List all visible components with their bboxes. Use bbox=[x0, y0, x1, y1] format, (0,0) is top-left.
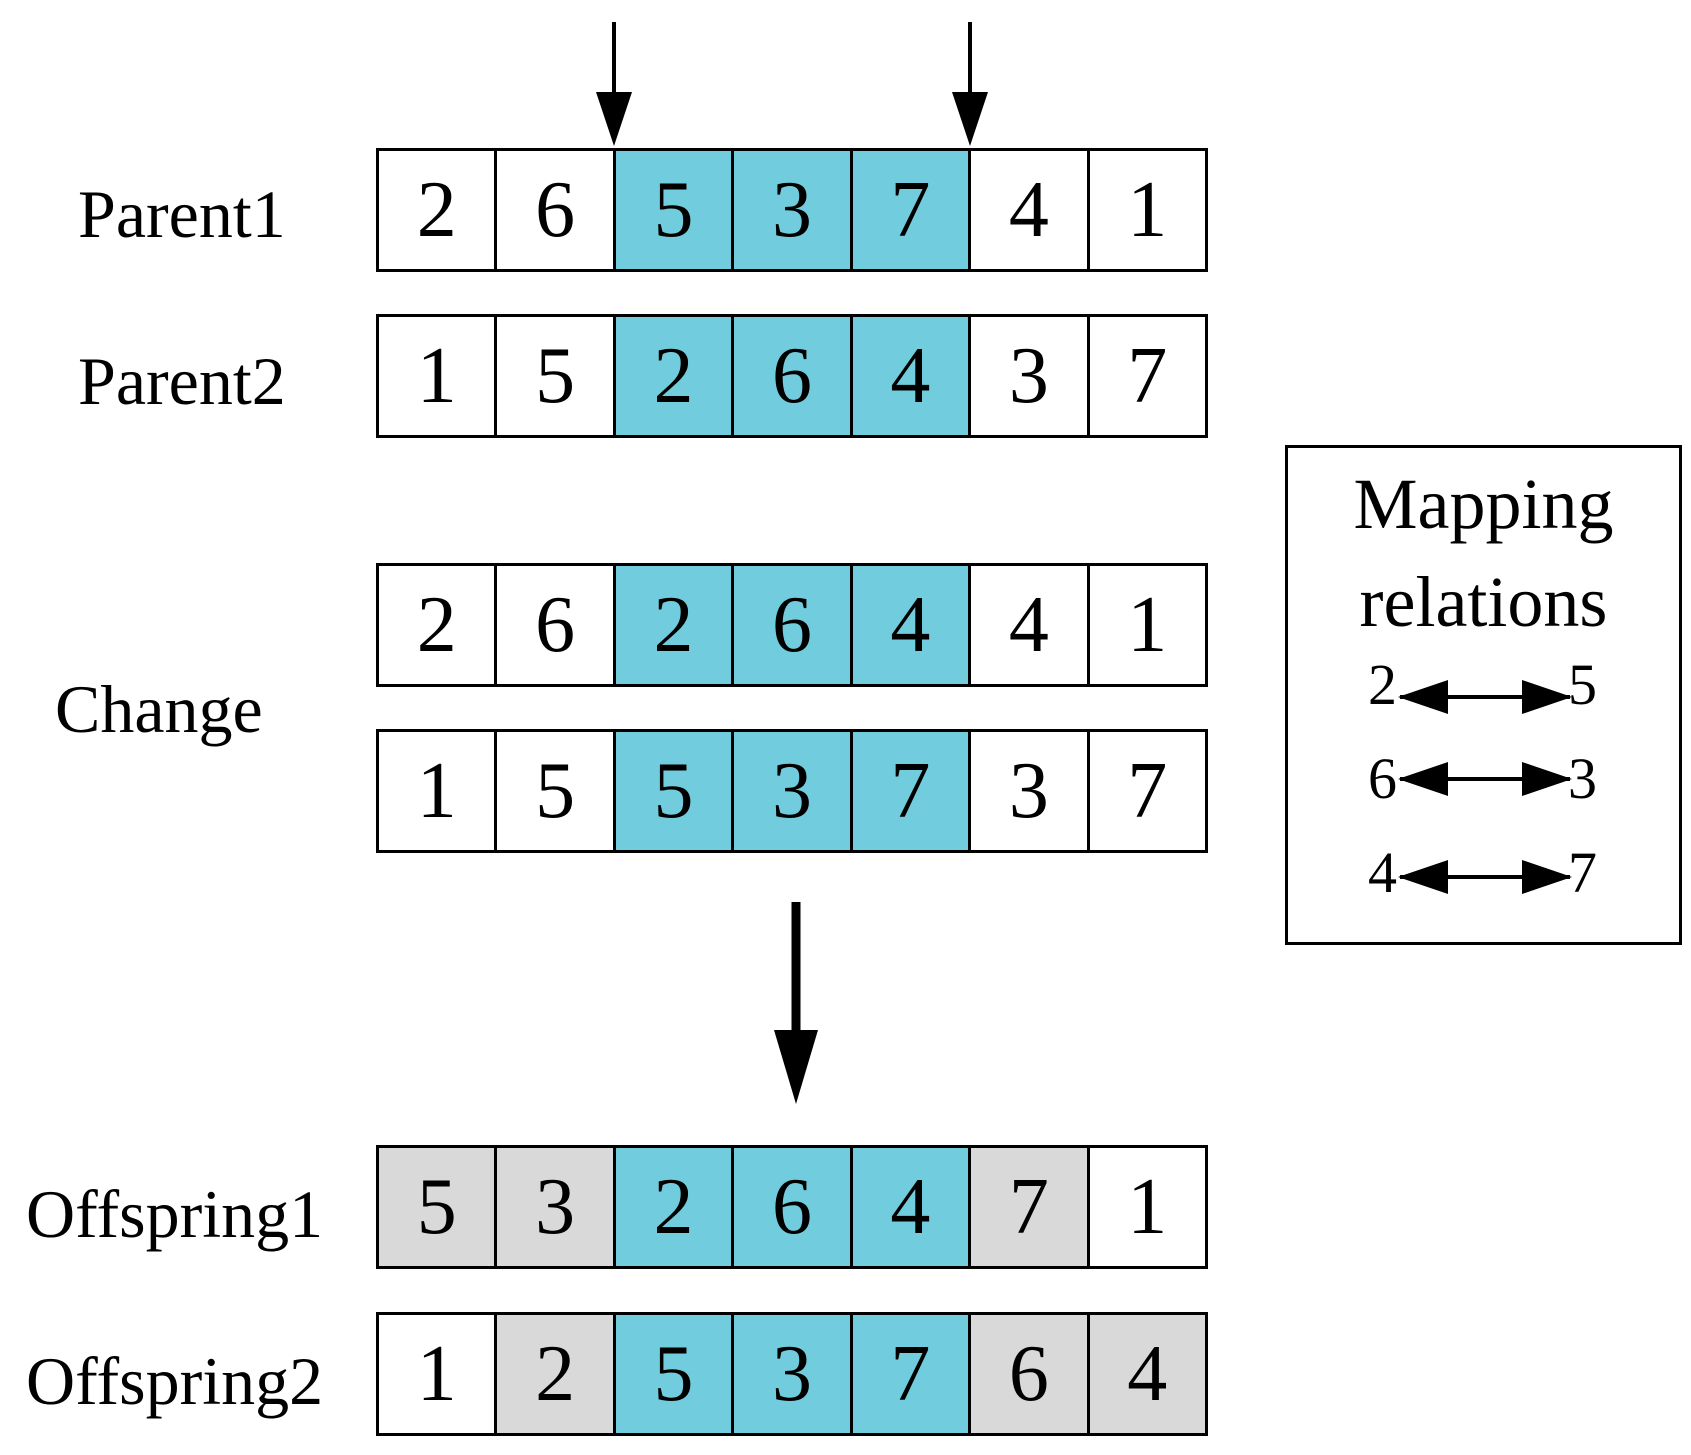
gene-cell: 5 bbox=[497, 732, 616, 850]
mapping-left-value: 4 bbox=[1368, 840, 1397, 905]
cut-point-arrow-left bbox=[596, 22, 632, 146]
gene-cell: 3 bbox=[734, 732, 853, 850]
gene-cell: 1 bbox=[1089, 566, 1205, 684]
gene-cell: 6 bbox=[497, 566, 616, 684]
gene-cell: 3 bbox=[971, 317, 1090, 435]
gene-cell: 1 bbox=[379, 317, 498, 435]
gene-cell: 5 bbox=[497, 317, 616, 435]
gene-cell: 4 bbox=[852, 317, 972, 435]
gene-cell: 4 bbox=[1089, 1315, 1205, 1433]
mapping-arrow-3 bbox=[1398, 860, 1572, 894]
mapping-right-value: 3 bbox=[1568, 746, 1597, 811]
gene-cell: 7 bbox=[852, 151, 972, 269]
gene-cell: 3 bbox=[734, 1315, 853, 1433]
gene-cell: 6 bbox=[734, 566, 853, 684]
offspring2-label: Offspring2 bbox=[26, 1343, 324, 1419]
legend-title-line1: Mapping bbox=[1353, 464, 1614, 544]
gene-cell: 2 bbox=[379, 566, 498, 684]
mapping-arrow-2 bbox=[1398, 762, 1572, 796]
gene-cell: 6 bbox=[971, 1315, 1090, 1433]
gene-cell: 6 bbox=[497, 151, 616, 269]
gene-cell: 1 bbox=[379, 732, 498, 850]
gene-cell: 4 bbox=[971, 566, 1090, 684]
gene-cell: 7 bbox=[971, 1148, 1090, 1266]
gene-cell: 6 bbox=[734, 317, 853, 435]
parent2-strip: 1 5 2 6 4 3 7 bbox=[376, 314, 1208, 438]
gene-cell: 3 bbox=[734, 151, 853, 269]
mapping-relations-legend: Mapping relations bbox=[1285, 445, 1682, 945]
gene-cell: 2 bbox=[497, 1315, 616, 1433]
offspring1-label: Offspring1 bbox=[26, 1176, 324, 1252]
gene-cell: 4 bbox=[852, 566, 972, 684]
legend-title-line2: relations bbox=[1359, 562, 1608, 642]
gene-cell: 5 bbox=[379, 1148, 498, 1266]
gene-cell: 5 bbox=[615, 732, 735, 850]
gene-cell: 1 bbox=[379, 1315, 498, 1433]
gene-cell: 2 bbox=[615, 1148, 735, 1266]
change-strip-a: 2 6 2 6 4 4 1 bbox=[376, 563, 1208, 687]
offspring2-strip: 1 2 5 3 7 6 4 bbox=[376, 1312, 1208, 1436]
parent1-label: Parent1 bbox=[78, 176, 286, 252]
gene-cell: 5 bbox=[615, 151, 735, 269]
mapping-left-value: 2 bbox=[1368, 652, 1397, 717]
gene-cell: 2 bbox=[615, 566, 735, 684]
gene-cell: 3 bbox=[497, 1148, 616, 1266]
gene-cell: 1 bbox=[1089, 151, 1205, 269]
gene-cell: 2 bbox=[615, 317, 735, 435]
gene-cell: 5 bbox=[615, 1315, 735, 1433]
mapping-right-value: 5 bbox=[1568, 652, 1597, 717]
gene-cell: 3 bbox=[971, 732, 1090, 850]
change-label: Change bbox=[55, 671, 263, 747]
gene-cell: 1 bbox=[1089, 1148, 1205, 1266]
down-arrow bbox=[774, 902, 818, 1104]
gene-cell: 7 bbox=[1089, 317, 1205, 435]
mapping-arrow-1 bbox=[1398, 680, 1572, 714]
gene-cell: 7 bbox=[852, 1315, 972, 1433]
gene-cell: 4 bbox=[971, 151, 1090, 269]
mapping-right-value: 7 bbox=[1568, 840, 1597, 905]
mapping-left-value: 6 bbox=[1368, 746, 1397, 811]
parent1-strip: 2 6 5 3 7 4 1 bbox=[376, 148, 1208, 272]
gene-cell: 2 bbox=[379, 151, 498, 269]
change-strip-b: 1 5 5 3 7 3 7 bbox=[376, 729, 1208, 853]
gene-cell: 6 bbox=[734, 1148, 853, 1266]
gene-cell: 4 bbox=[852, 1148, 972, 1266]
offspring1-strip: 5 3 2 6 4 7 1 bbox=[376, 1145, 1208, 1269]
gene-cell: 7 bbox=[852, 732, 972, 850]
parent2-label: Parent2 bbox=[78, 343, 286, 419]
gene-cell: 7 bbox=[1089, 732, 1205, 850]
cut-point-arrow-right bbox=[952, 22, 988, 146]
